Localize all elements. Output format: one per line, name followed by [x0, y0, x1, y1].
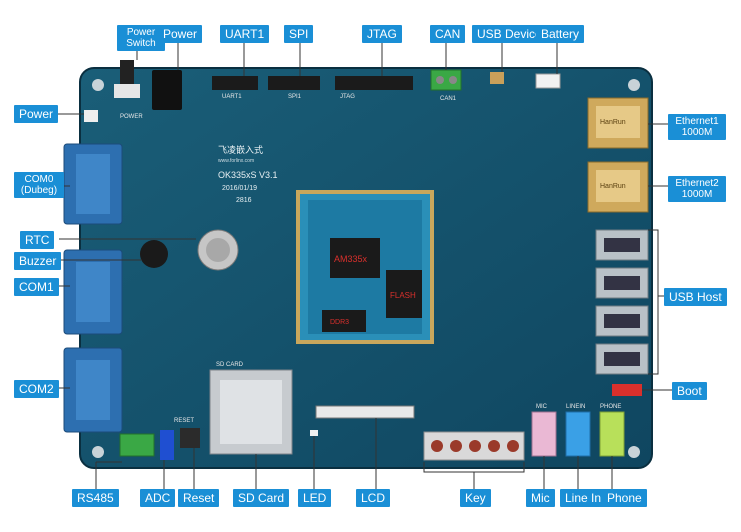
- line-in-jack: [565, 411, 591, 457]
- svg-text:RESET: RESET: [174, 418, 194, 424]
- com0-port: [63, 143, 123, 225]
- mic-jack: [531, 411, 557, 457]
- power-switch-part: POWER: [114, 60, 143, 120]
- label-can: CAN: [430, 25, 466, 43]
- sd-card-slot: SD CARD: [209, 362, 293, 455]
- brand-url: www.forlinx.com: [218, 158, 254, 164]
- date-text: 2016/01/19: [222, 185, 257, 192]
- label-com1: COM1: [14, 278, 59, 296]
- label-ethernet2: Ethernet2 1000M: [668, 176, 726, 202]
- label-adc: ADC: [140, 489, 176, 507]
- svg-text:MIC: MIC: [536, 404, 548, 410]
- leader-lines: [58, 40, 672, 490]
- com1-port: [63, 249, 123, 335]
- brand-text: 飞凌嵌入式: [218, 144, 263, 155]
- svg-text:HanRun: HanRun: [600, 183, 626, 190]
- label-usb-host: USB Host: [664, 288, 727, 306]
- uart1-header: UART1: [212, 76, 258, 100]
- jtag-header: JTAG: [335, 76, 413, 100]
- label-ethernet1: Ethernet1 1000M: [668, 114, 726, 140]
- phone-jack: [599, 411, 625, 457]
- model-text: OK335xS V3.1: [218, 170, 278, 180]
- label-rs485: RS485: [72, 489, 119, 507]
- svg-text:DDR3: DDR3: [330, 319, 349, 326]
- label-rtc: RTC: [20, 231, 55, 249]
- svg-text:JTAG: JTAG: [340, 94, 355, 100]
- usb-device-port: [490, 72, 504, 84]
- label-buzzer: Buzzer: [14, 252, 62, 270]
- label-usb-device: USB Device: [472, 25, 547, 43]
- svg-text:SPI1: SPI1: [288, 94, 302, 100]
- svg-text:AM335x: AM335x: [334, 254, 368, 264]
- label-line-in: Line In: [560, 489, 607, 507]
- power-led-part: [84, 110, 98, 122]
- cpu-chip: [330, 238, 380, 278]
- usb-host-ports: [595, 229, 649, 375]
- reset-button-part: [180, 428, 200, 448]
- svg-text:PHONE: PHONE: [600, 404, 621, 410]
- label-phone: Phone: [602, 489, 647, 507]
- ddr-chip: [322, 310, 366, 332]
- ethernet2-port: HanRun: [587, 161, 649, 213]
- spi-header: SPI1: [268, 76, 320, 100]
- label-power-switch: Power Switch: [117, 25, 165, 51]
- svg-text:POWER: POWER: [120, 114, 143, 120]
- ethernet1-port: HanRun: [587, 97, 649, 149]
- label-battery: Battery: [536, 25, 585, 43]
- label-mic: Mic: [526, 489, 555, 507]
- lcd-connector: [315, 405, 415, 419]
- battery-connector: [535, 73, 561, 89]
- label-lcd: LCD: [356, 489, 391, 507]
- boot-switch-part: [612, 384, 642, 396]
- svg-text:CAN1: CAN1: [440, 96, 457, 102]
- svg-text:SD CARD: SD CARD: [216, 362, 244, 368]
- key-buttons: [423, 431, 525, 461]
- label-key: Key: [460, 489, 491, 507]
- com2-port: [63, 347, 123, 433]
- label-sd-card: SD Card: [233, 489, 290, 507]
- svg-text:LINEIN: LINEIN: [566, 404, 585, 410]
- label-jtag: JTAG: [362, 25, 402, 43]
- label-power-top: Power: [158, 25, 203, 43]
- label-com0: COM0 (Dubeg): [14, 172, 64, 198]
- rs485-terminal: [119, 433, 155, 457]
- label-uart1: UART1: [220, 25, 270, 43]
- svg-text:UART1: UART1: [222, 94, 242, 100]
- adc-part: [160, 430, 174, 460]
- label-com2: COM2: [14, 380, 59, 398]
- label-power-left: Power: [14, 105, 59, 123]
- led-part: [310, 430, 318, 436]
- label-led: LED: [298, 489, 332, 507]
- buzzer-part: [140, 240, 168, 268]
- code-text: 2816: [236, 197, 252, 204]
- power-jack-part: [152, 70, 182, 110]
- label-boot: Boot: [672, 382, 707, 400]
- svg-text:HanRun: HanRun: [600, 119, 626, 126]
- label-spi: SPI: [284, 25, 314, 43]
- core-module: AM335x FLASH DDR3: [296, 190, 434, 344]
- label-reset: Reset: [178, 489, 220, 507]
- can-terminal: CAN1: [430, 69, 462, 102]
- svg-text:FLASH: FLASH: [390, 291, 416, 300]
- flash-chip: [386, 270, 422, 318]
